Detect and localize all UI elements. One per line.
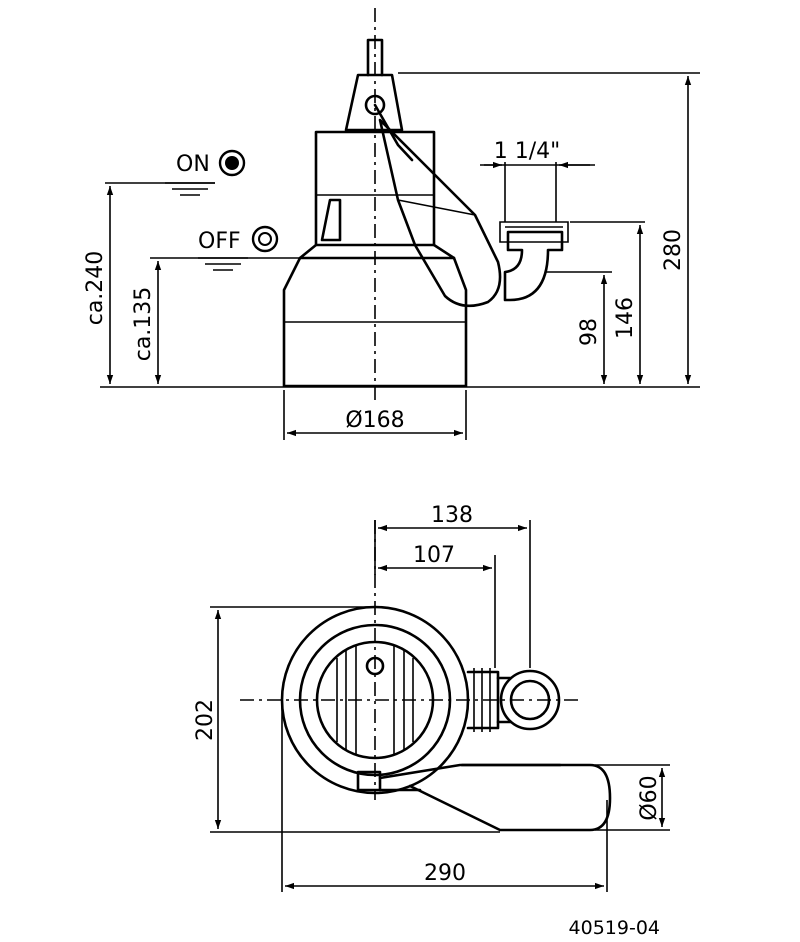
pump-housing [282,256,468,388]
outlet-pipe-inner [509,679,551,721]
on-indicator-icon [218,149,246,177]
off-indicator-icon [251,225,279,253]
pump-shoulder [298,243,456,260]
pump-head [344,73,404,132]
outlet-elbow [503,230,564,302]
outlet-collar [466,670,500,730]
housing-inner-circle [298,623,452,777]
dim-on-level-label: ca.240 [83,251,108,326]
motor-circle [315,640,435,760]
dim-outlet-height-label: 146 [613,297,638,339]
dim-length-label: 290 [424,861,466,886]
outlet-pipe-outer [499,669,561,731]
dim-thread-label: 1 1/4" [494,139,561,164]
float-body [378,118,502,308]
off-label: OFF [198,229,241,254]
dim-off-level-label: ca.135 [131,287,156,362]
on-water-level-icon [165,182,215,196]
off-water-level-icon [198,257,248,271]
float-pivot [364,94,386,116]
top-view: 138 107 202 290 Ø60 [193,503,670,892]
dim-height-label: 280 [661,229,686,271]
dim-outlet-center-label: 138 [431,503,473,528]
inlet-grille [336,645,414,755]
dim-float-diameter-label: Ø60 [637,775,662,820]
top-pivot [365,656,385,676]
side-view: ON OFF ca.240 ca.135 280 146 [83,8,700,440]
cable-spigot [366,38,384,77]
on-label: ON [176,152,210,177]
drawing-number: 40519-04 [569,917,660,939]
dim-diameter-label: Ø168 [345,408,404,433]
dim-outlet-flange-label: 107 [413,543,455,568]
dim-outlet-axis-label: 98 [577,318,602,346]
off-indicator-ring-icon [258,232,272,246]
dim-width-label: 202 [193,699,218,741]
float-top [408,763,612,832]
on-indicator-dot-icon [225,156,239,170]
float-arm [373,103,414,162]
